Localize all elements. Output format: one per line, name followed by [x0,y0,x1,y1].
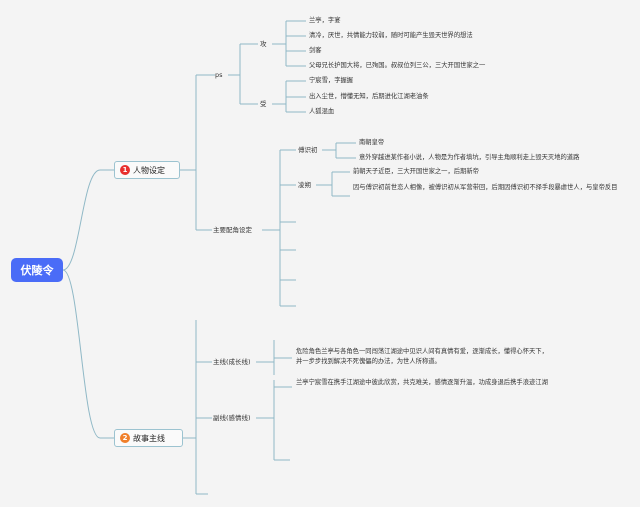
chuanshichu-leaf-desc[interactable]: 意外穿越进某作者小说，人物是为作者填坑，引导主角顺利走上毁天灭地的道路 [359,154,580,161]
branch-story[interactable]: 2 故事主线 [114,429,183,447]
shou-leaf-trait[interactable]: 出入尘世，懵懂无知，后期进化江湖老油条 [309,93,429,100]
shou-leaf-name[interactable]: 宁宸雪，字握握 [309,77,354,84]
node-main-line[interactable]: 主线(成长线) [213,358,251,366]
root-node[interactable]: 伏陵令 [11,258,63,282]
badge-2-icon: 2 [120,433,130,443]
sub-line-text[interactable]: 兰亭宁宸雪在携手江湖途中彼此欣赏，共克难关，感情逐渐升温，功成身退后携手浪迹江湖 [296,379,548,386]
gong-leaf-trait[interactable]: 清冷，厌世，共情能力较弱，随时可能产生毁天世界的想法 [309,32,473,39]
connector-gong-leaves [272,20,306,67]
chuanshichu-leaf-role[interactable]: 南朝皇帝 [359,139,385,146]
branch-characters-label: 人物设定 [133,165,165,175]
node-gong[interactable]: 攻 [260,40,267,48]
node-shou[interactable]: 受 [260,100,267,108]
branch-characters[interactable]: 1 人物设定 [114,161,180,179]
root-label: 伏陵令 [20,264,54,277]
connector-story-trunk [183,320,212,495]
node-sub-line[interactable]: 副线(感情线) [213,414,251,422]
connector-main-line [256,340,292,375]
connector-ps-bracket [228,44,241,104]
gong-leaf-name[interactable]: 兰亭，字宴 [309,17,341,24]
lingshuo-leaf-desc[interactable]: 因与傅识初前世恋人相像，被傅识初从军营带回，后期因傅识初不择手段暴虐世人，与皇帝… [353,184,618,191]
lingshuo-leaf-role[interactable]: 前朝天子近臣，三大开国世家之一，后期新帝 [353,168,479,175]
connector-sub-line [256,380,292,461]
main-line-text[interactable]: 危险角色兰亭与各角色一同闯荡江湖途中见识人间有真情有爱，逐渐成长，懂得心怀天下，… [296,348,548,365]
connector-chuanshichu-leaves [322,142,356,159]
connector-root-characters [62,169,114,271]
connector-shou-leaves [272,80,306,113]
node-ps[interactable]: ps [215,71,223,79]
connector-supporting-bracket [262,150,281,306]
connector-lingshuo-leaves [316,171,350,197]
node-supporting[interactable]: 主要配角设定 [213,226,252,234]
shou-leaf-origin[interactable]: 人狐混血 [309,108,335,115]
badge-1-icon: 1 [120,165,130,175]
node-chuanshichu[interactable]: 傅识初 [298,146,318,154]
connector-characters-trunk [180,75,197,230]
branch-story-label: 故事主线 [133,433,165,443]
node-lingshuo[interactable]: 凌朔 [298,181,311,189]
connector-root-story [62,269,114,439]
gong-leaf-family[interactable]: 父母兄长护国大将，已殉国。叔叔位列三公，三大开国世家之一 [309,62,486,69]
gong-leaf-role[interactable]: 剑客 [309,47,322,54]
